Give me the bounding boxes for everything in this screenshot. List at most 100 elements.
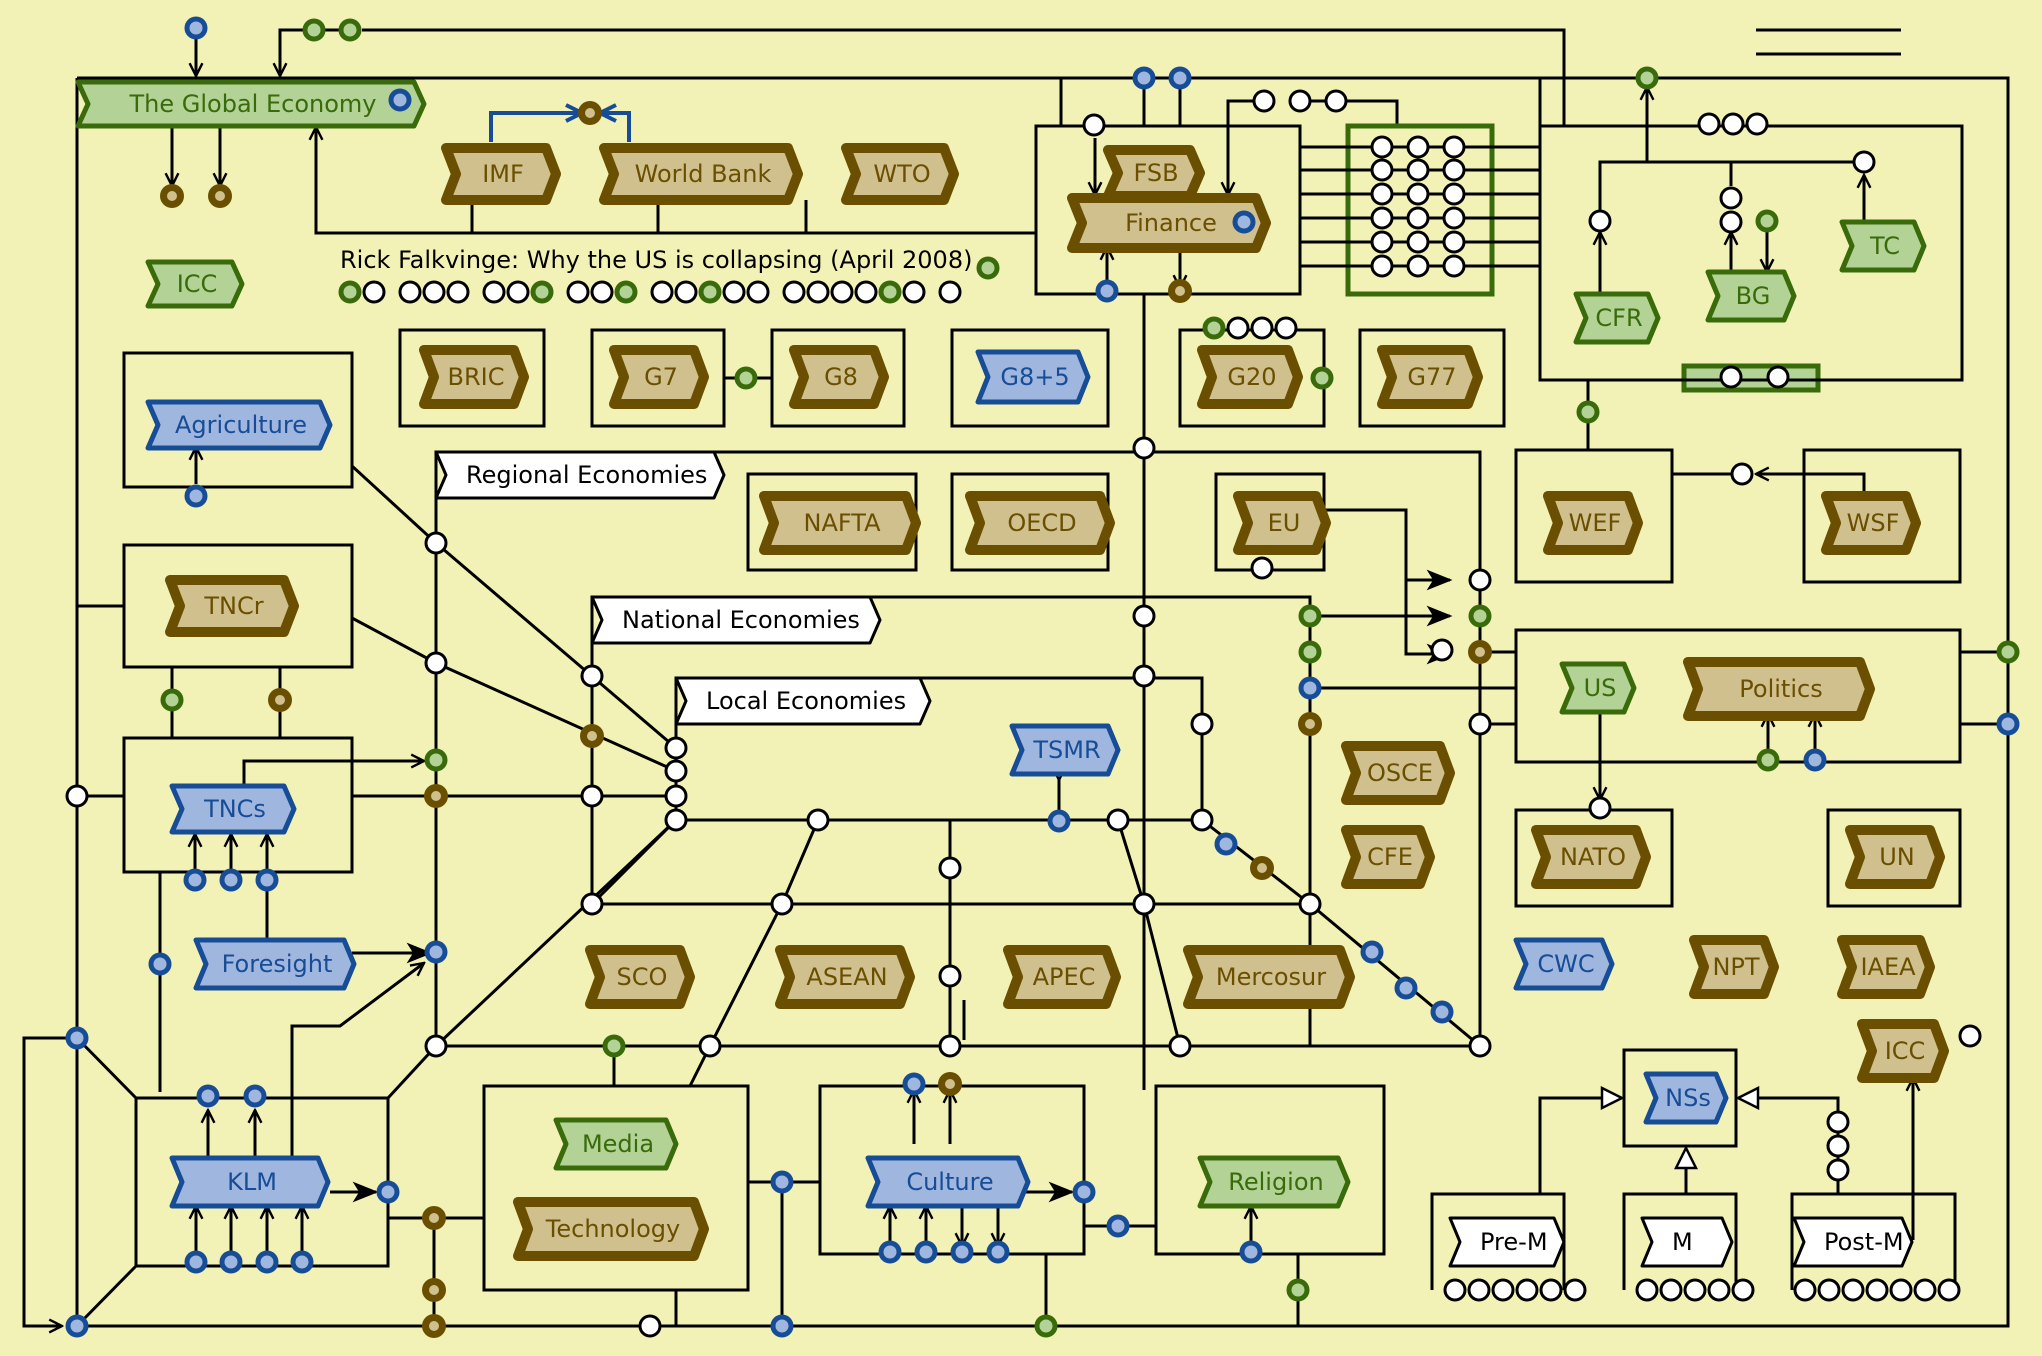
connector-dot-white[interactable] — [902, 280, 926, 304]
connector-dot-blue[interactable] — [184, 1250, 208, 1274]
connector-dot-white[interactable] — [722, 280, 746, 304]
connector-dot-blue[interactable] — [986, 1240, 1010, 1264]
node-foresight[interactable]: Foresight — [193, 937, 357, 991]
connector-dot-green[interactable] — [1635, 66, 1659, 90]
node-finance[interactable]: Finance — [1067, 193, 1271, 253]
connector-dot-white[interactable] — [482, 280, 506, 304]
node-mercosur[interactable]: Mercosur — [1183, 945, 1355, 1009]
connector-dot-white[interactable] — [1468, 1034, 1492, 1058]
connector-dot-brown[interactable] — [1468, 640, 1492, 664]
node-eu[interactable]: EU — [1233, 491, 1331, 555]
node-global-economy[interactable]: The Global Economy — [75, 79, 427, 129]
connector-dot-white[interactable] — [1250, 316, 1274, 340]
connector-dot-blue[interactable] — [770, 1170, 794, 1194]
connector-dot-blue[interactable] — [1072, 1180, 1096, 1204]
connector-dot-blue[interactable] — [184, 484, 208, 508]
connector-dot-white[interactable] — [1168, 1034, 1192, 1058]
connector-dot-blue[interactable] — [770, 1314, 794, 1338]
connector-dot-green[interactable] — [698, 280, 722, 304]
connector-dot-blue[interactable] — [388, 88, 412, 112]
node-g8-5[interactable]: G8+5 — [975, 349, 1091, 405]
connector-dot-white[interactable] — [854, 280, 878, 304]
connector-dot-white[interactable] — [650, 280, 674, 304]
node-local-economies[interactable]: Local Economies — [674, 676, 932, 726]
connector-dot-white[interactable] — [1889, 1278, 1913, 1302]
connector-dot-white[interactable] — [580, 892, 604, 916]
connector-dot-brown[interactable] — [580, 724, 604, 748]
connector-dot-green[interactable] — [1034, 1314, 1058, 1338]
connector-dot-green[interactable] — [338, 18, 362, 42]
connector-dot-white[interactable] — [1132, 436, 1156, 460]
connector-dot-white[interactable] — [1190, 712, 1214, 736]
connector-dot-brown[interactable] — [1168, 279, 1192, 303]
connector-dot-white[interactable] — [1793, 1278, 1817, 1302]
connector-dot-brown[interactable] — [422, 1278, 446, 1302]
connector-dot-white[interactable] — [1937, 1278, 1961, 1302]
connector-dot-white[interactable] — [782, 280, 806, 304]
connector-dot-white[interactable] — [1288, 89, 1312, 113]
connector-dot-white[interactable] — [1190, 808, 1214, 832]
connector-dot-white[interactable] — [1106, 808, 1130, 832]
connector-dot-white[interactable] — [938, 856, 962, 880]
connector-dot-blue[interactable] — [1996, 712, 2020, 736]
connector-dot-white[interactable] — [1406, 254, 1430, 278]
connector-dot-blue[interactable] — [878, 1240, 902, 1264]
connector-dot-white[interactable] — [1324, 89, 1348, 113]
connector-dot-white[interactable] — [1913, 1278, 1937, 1302]
connector-dot-white[interactable] — [830, 280, 854, 304]
connector-dot-white[interactable] — [1370, 182, 1394, 206]
node-wef[interactable]: WEF — [1543, 491, 1643, 555]
connector-dot-blue[interactable] — [219, 868, 243, 892]
connector-dot-blue[interactable] — [1095, 279, 1119, 303]
connector-dot-green[interactable] — [1298, 604, 1322, 628]
connector-dot-white[interactable] — [1719, 186, 1743, 210]
connector-dot-blue[interactable] — [1106, 1214, 1130, 1238]
connector-dot-white[interactable] — [1406, 135, 1430, 159]
connector-dot-white[interactable] — [1250, 556, 1274, 580]
node-g7[interactable]: G7 — [609, 345, 709, 409]
connector-dot-white[interactable] — [1370, 230, 1394, 254]
connector-dot-brown[interactable] — [938, 1072, 962, 1096]
node-g20[interactable]: G20 — [1197, 345, 1303, 409]
node-tncr[interactable]: TNCr — [165, 575, 299, 637]
node-iaea[interactable]: IAEA — [1837, 935, 1935, 999]
connector-dot-white[interactable] — [938, 1034, 962, 1058]
node-culture[interactable]: Culture — [865, 1155, 1031, 1209]
connector-dot-blue[interactable] — [219, 1250, 243, 1274]
node-world-bank[interactable]: World Bank — [599, 143, 803, 205]
connector-dot-white[interactable] — [1826, 1110, 1850, 1134]
connector-dot-white[interactable] — [1683, 1278, 1707, 1302]
connector-dot-white[interactable] — [1588, 209, 1612, 233]
node-oecd[interactable]: OECD — [965, 491, 1115, 555]
connector-dot-white[interactable] — [1659, 1278, 1683, 1302]
node-m[interactable]: M — [1640, 1216, 1734, 1268]
node-cwc[interactable]: CWC — [1513, 937, 1615, 991]
connector-dot-blue[interactable] — [376, 1180, 400, 1204]
connector-dot-white[interactable] — [806, 280, 830, 304]
connector-dot-white[interactable] — [580, 784, 604, 808]
connector-dot-green[interactable] — [734, 366, 758, 390]
connector-dot-blue[interactable] — [184, 16, 208, 40]
node-cfr[interactable]: CFR — [1573, 291, 1661, 345]
connector-dot-white[interactable] — [1132, 664, 1156, 688]
connector-dot-white[interactable] — [664, 784, 688, 808]
node-tc[interactable]: TC — [1839, 219, 1927, 273]
connector-dot-white[interactable] — [1442, 206, 1466, 230]
connector-dot-white[interactable] — [590, 280, 614, 304]
connector-dot-white[interactable] — [938, 964, 962, 988]
connector-dot-green[interactable] — [614, 280, 638, 304]
connector-dot-white[interactable] — [1745, 112, 1769, 136]
connector-dot-blue[interactable] — [243, 1084, 267, 1108]
node-klm[interactable]: KLM — [169, 1155, 331, 1209]
connector-dot-brown[interactable] — [1250, 856, 1274, 880]
connector-dot-white[interactable] — [1132, 604, 1156, 628]
connector-dot-white[interactable] — [1865, 1278, 1889, 1302]
node-nato[interactable]: NATO — [1531, 825, 1651, 889]
connector-dot-white[interactable] — [1442, 230, 1466, 254]
connector-dot-blue[interactable] — [1298, 676, 1322, 700]
connector-dot-blue[interactable] — [1132, 66, 1156, 90]
node-nss[interactable]: NSs — [1643, 1071, 1729, 1125]
connector-dot-green[interactable] — [976, 256, 1000, 280]
connector-dot-white[interactable] — [1406, 230, 1430, 254]
connector-dot-blue[interactable] — [424, 940, 448, 964]
